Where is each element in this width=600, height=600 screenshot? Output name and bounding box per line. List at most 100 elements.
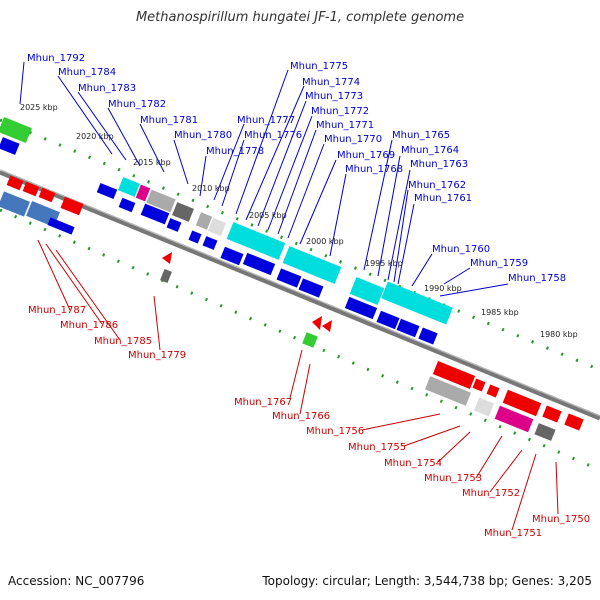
gene-label[interactable]: Mhun_1786 bbox=[60, 320, 118, 331]
gene-label[interactable]: Mhun_1765 bbox=[392, 130, 450, 141]
gene-feature[interactable] bbox=[118, 197, 136, 213]
gene-feature[interactable] bbox=[118, 177, 140, 197]
gene-feature[interactable] bbox=[6, 175, 24, 191]
gene-feature[interactable] bbox=[47, 217, 75, 235]
gene-feature[interactable] bbox=[542, 405, 562, 423]
kbp-label: 2015 kbp bbox=[133, 158, 171, 167]
gene-feature[interactable] bbox=[396, 318, 420, 338]
gene-feature[interactable] bbox=[0, 191, 30, 217]
gene-feature[interactable] bbox=[418, 327, 438, 345]
gene-feature[interactable] bbox=[0, 137, 20, 155]
gene-label[interactable]: Mhun_1761 bbox=[414, 193, 472, 204]
gene-feature[interactable] bbox=[207, 217, 227, 237]
kbp-label: 2000 kbp bbox=[306, 237, 344, 246]
gene-feature[interactable] bbox=[146, 189, 176, 213]
gene-label[interactable]: Mhun_1775 bbox=[290, 61, 348, 72]
gene-feature[interactable] bbox=[424, 376, 472, 406]
forward-gene-labels: Mhun_1792 Mhun_1784 Mhun_1783 Mhun_1782 … bbox=[27, 53, 566, 284]
gene-label[interactable]: Mhun_1780 bbox=[174, 130, 232, 141]
gene-feature[interactable] bbox=[312, 316, 322, 330]
gene-feature[interactable] bbox=[486, 384, 500, 398]
gene-feature[interactable] bbox=[60, 196, 84, 216]
gene-feature[interactable] bbox=[162, 252, 172, 264]
gene-label[interactable]: Mhun_1776 bbox=[244, 130, 302, 141]
kbp-label: 2020 kbp bbox=[76, 132, 114, 141]
gene-feature[interactable] bbox=[432, 361, 476, 389]
gene-feature[interactable] bbox=[166, 218, 182, 232]
gene-feature[interactable] bbox=[160, 268, 172, 284]
genome-backbone-highlight bbox=[0, 169, 600, 417]
gene-label[interactable]: Mhun_1782 bbox=[108, 99, 166, 110]
gene-label[interactable]: Mhun_1774 bbox=[302, 77, 360, 88]
kbp-label: 2010 kbp bbox=[192, 184, 230, 193]
gene-label[interactable]: Mhun_1769 bbox=[337, 150, 395, 161]
gene-feature[interactable] bbox=[0, 116, 32, 144]
gene-feature[interactable] bbox=[344, 296, 378, 320]
gene-feature[interactable] bbox=[302, 332, 318, 348]
gene-label[interactable]: Mhun_1766 bbox=[272, 411, 330, 422]
gene-label[interactable]: Mhun_1754 bbox=[384, 458, 442, 469]
gene-feature[interactable] bbox=[381, 281, 453, 325]
gene-label[interactable]: Mhun_1760 bbox=[432, 244, 490, 255]
gene-label[interactable]: Mhun_1778 bbox=[206, 146, 264, 157]
kbp-labels: 2025 kbp 2020 kbp 2015 kbp 2010 kbp 2005… bbox=[20, 103, 578, 339]
gene-label[interactable]: Mhun_1752 bbox=[462, 488, 520, 499]
gene-label[interactable]: Mhun_1771 bbox=[316, 120, 374, 131]
gene-label[interactable]: Mhun_1759 bbox=[470, 258, 528, 269]
gene-feature[interactable] bbox=[502, 389, 542, 417]
gene-label[interactable]: Mhun_1755 bbox=[348, 442, 406, 453]
kbp-label: 1985 kbp bbox=[481, 308, 519, 317]
gene-feature[interactable] bbox=[322, 320, 332, 332]
gene-feature[interactable] bbox=[376, 310, 400, 330]
gene-feature[interactable] bbox=[473, 397, 495, 417]
gene-label[interactable]: Mhun_1762 bbox=[408, 180, 466, 191]
gene-feature[interactable] bbox=[242, 252, 276, 276]
gene-label[interactable]: Mhun_1767 bbox=[234, 397, 292, 408]
gene-feature[interactable] bbox=[226, 222, 286, 260]
gene-feature[interactable] bbox=[140, 203, 170, 225]
gene-label[interactable]: Mhun_1783 bbox=[78, 83, 136, 94]
gene-feature[interactable] bbox=[349, 277, 385, 305]
gene-label[interactable]: Mhun_1764 bbox=[401, 145, 459, 156]
gene-label[interactable]: Mhun_1756 bbox=[306, 426, 364, 437]
gene-label[interactable]: Mhun_1784 bbox=[58, 67, 116, 78]
gene-feature[interactable] bbox=[534, 423, 556, 441]
gene-feature[interactable] bbox=[564, 413, 584, 431]
gene-feature[interactable] bbox=[298, 278, 324, 298]
gene-label[interactable]: Mhun_1751 bbox=[484, 528, 542, 539]
forward-leader-lines bbox=[19, 61, 509, 297]
kbp-label: 1995 kbp bbox=[365, 259, 403, 268]
gene-label[interactable]: Mhun_1781 bbox=[140, 115, 198, 126]
gene-feature[interactable] bbox=[172, 202, 194, 222]
gene-feature[interactable] bbox=[276, 268, 302, 288]
gene-label[interactable]: Mhun_1772 bbox=[311, 106, 369, 117]
gene-feature[interactable] bbox=[202, 236, 218, 250]
gene-label[interactable]: Mhun_1785 bbox=[94, 336, 152, 347]
gene-feature[interactable] bbox=[135, 184, 151, 202]
gene-label[interactable]: Mhun_1758 bbox=[508, 273, 566, 284]
gene-label[interactable]: Mhun_1768 bbox=[345, 164, 403, 175]
gene-label[interactable]: Mhun_1753 bbox=[424, 473, 482, 484]
gene-feature[interactable] bbox=[38, 187, 56, 203]
gene-label[interactable]: Mhun_1773 bbox=[305, 91, 363, 102]
gene-feature[interactable] bbox=[96, 182, 118, 200]
gene-label[interactable]: Mhun_1779 bbox=[128, 350, 186, 361]
gene-feature[interactable] bbox=[22, 181, 40, 197]
gene-label[interactable]: Mhun_1750 bbox=[532, 514, 590, 525]
gene-label[interactable]: Mhun_1777 bbox=[237, 115, 295, 126]
genome-summary: Topology: circular; Length: 3,544,738 bp… bbox=[262, 574, 592, 588]
gene-feature[interactable] bbox=[220, 246, 244, 266]
gene-label[interactable]: Mhun_1770 bbox=[324, 134, 382, 145]
map-title: Methanospirillum hungatei JF-1, complete… bbox=[135, 10, 465, 25]
gene-feature[interactable] bbox=[472, 378, 486, 392]
gene-feature[interactable] bbox=[188, 230, 202, 244]
reverse-gene-labels: Mhun_1787 Mhun_1786 Mhun_1785 Mhun_1779 … bbox=[28, 305, 590, 539]
gene-feature[interactable] bbox=[494, 405, 534, 433]
gene-feature[interactable] bbox=[195, 212, 213, 230]
gene-label[interactable]: Mhun_1792 bbox=[27, 53, 85, 64]
gene-label[interactable]: Mhun_1787 bbox=[28, 305, 86, 316]
gene-label[interactable]: Mhun_1763 bbox=[410, 159, 468, 170]
kbp-label: 2025 kbp bbox=[20, 103, 58, 112]
gene-feature[interactable] bbox=[282, 246, 342, 284]
